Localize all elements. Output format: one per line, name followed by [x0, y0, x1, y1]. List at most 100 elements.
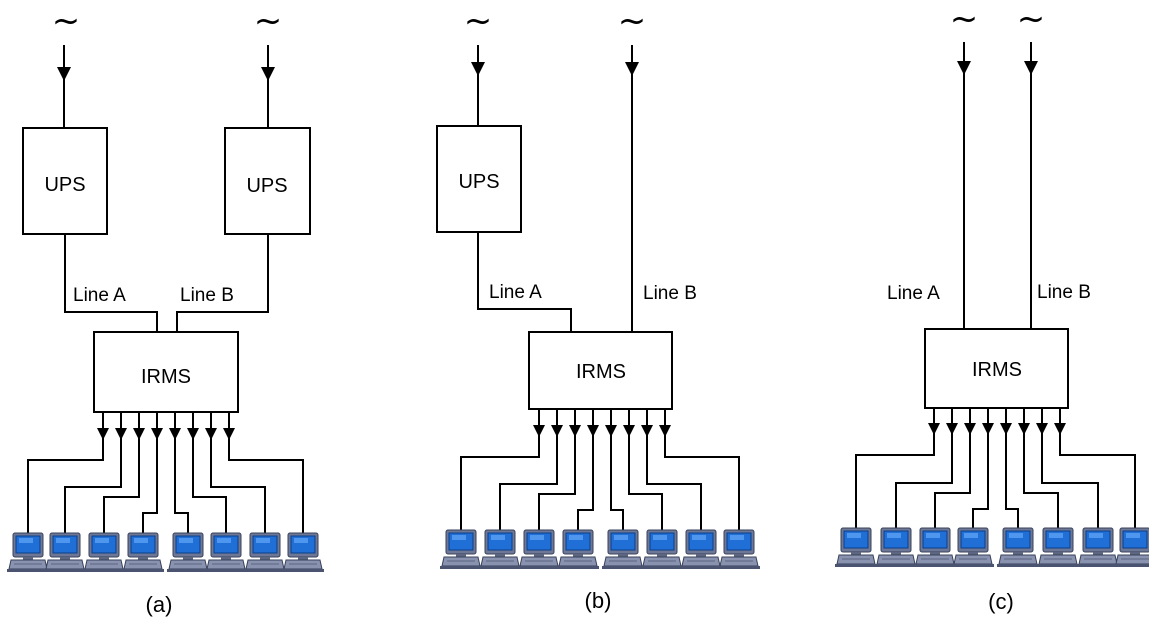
ups-label: UPS: [44, 174, 85, 196]
computer-feed-wire: [577, 437, 594, 534]
outlet-arrow-icon: [169, 428, 181, 440]
computer-icon: [82, 532, 126, 573]
ac-source-icon: ~: [1017, 0, 1046, 39]
outlet-arrow-icon: [641, 425, 653, 437]
computer-feed-wire: [664, 437, 740, 534]
computer-feed-wire: [460, 437, 540, 534]
computer-icon: [601, 529, 645, 570]
line-a-wire: [64, 234, 158, 332]
computer-feed-wire: [646, 437, 702, 534]
computer-feed-wire: [27, 440, 104, 537]
line-a-label: Line A: [887, 283, 940, 304]
computer-feed-wire: [855, 435, 935, 532]
computer-feed-wire: [934, 435, 971, 532]
outlet-arrow-icon: [187, 428, 199, 440]
computer-icon: [517, 529, 561, 570]
irms-label: IRMS: [972, 359, 1022, 381]
line-b-label: Line B: [180, 285, 234, 306]
computer-icon: [204, 532, 248, 573]
outlet-arrow-icon: [533, 425, 545, 437]
arrow-icon: [625, 62, 639, 76]
outlet-group: [439, 409, 761, 570]
outlet-arrow-icon: [133, 428, 145, 440]
arrow-icon: [57, 67, 71, 81]
irms-box: [93, 331, 239, 413]
computer-icon: [1036, 527, 1080, 568]
outlet-arrow-icon: [946, 423, 958, 435]
computer-icon: [478, 529, 522, 570]
arrow-icon: [957, 61, 971, 75]
computer-icon: [6, 532, 50, 573]
computer-feed-wire: [174, 440, 189, 537]
outlet-arrow-icon: [205, 428, 217, 440]
irms-box: [528, 331, 673, 410]
caption: (c): [988, 589, 1014, 614]
computer-feed-wire: [1005, 435, 1019, 532]
line-b-label: Line B: [643, 283, 697, 304]
outlet-arrow-icon: [1036, 423, 1048, 435]
outlet-group: [834, 408, 1149, 568]
computer-feed-wire: [895, 435, 953, 532]
outlet-arrow-icon: [964, 423, 976, 435]
arrow-icon: [471, 62, 485, 76]
line-a-wire: [477, 232, 572, 332]
outlet-arrow-icon: [1018, 423, 1030, 435]
line-a-label: Line A: [73, 285, 126, 306]
diagram-b: ~ ~ UPS Line A Line B IRMS (b): [436, 1, 761, 613]
outlet-arrow-icon: [623, 425, 635, 437]
outlet-arrow-icon: [1054, 423, 1066, 435]
outlet-arrow-icon: [551, 425, 563, 437]
diagram-a: ~ ~ UPS UPS Line A Line B IRMS (a): [6, 1, 325, 617]
computer-icon: [166, 532, 210, 573]
arrow-icon: [1024, 61, 1038, 75]
outlet-arrow-icon: [115, 428, 127, 440]
arrow-icon: [261, 67, 275, 81]
outlet-arrow-icon: [97, 428, 109, 440]
computer-feed-wire: [228, 440, 304, 537]
computer-icon: [243, 532, 287, 573]
ups-box: [224, 127, 311, 235]
computer-feed-wire: [1059, 435, 1136, 532]
ups-label: UPS: [458, 171, 499, 193]
outlet-arrow-icon: [659, 425, 671, 437]
computer-feed-wire: [142, 440, 158, 537]
computer-icon: [834, 527, 878, 568]
outlet-arrow-icon: [605, 425, 617, 437]
computer-icon: [996, 527, 1040, 568]
irms-box: [924, 328, 1069, 409]
diagram-c: ~ ~ Line A Line B IRMS (c): [834, 0, 1149, 614]
computer-icon: [439, 529, 483, 570]
computer-icon: [121, 532, 165, 573]
computer-feed-wire: [628, 437, 663, 534]
outlet-arrow-icon: [223, 428, 235, 440]
computer-icon: [1113, 527, 1149, 568]
outlet-arrow-icon: [928, 423, 940, 435]
computer-icon: [640, 529, 684, 570]
computer-icon: [874, 527, 918, 568]
irms-label: IRMS: [576, 361, 626, 383]
computer-feed-wire: [103, 440, 140, 537]
ac-source-icon: ~: [52, 1, 81, 41]
line-b-label: Line B: [1037, 282, 1091, 303]
irms-label: IRMS: [141, 366, 191, 388]
outlet-arrow-icon: [587, 425, 599, 437]
computer-feed-wire: [1041, 435, 1099, 532]
computer-icon: [679, 529, 723, 570]
computer-icon: [556, 529, 600, 570]
computer-icon: [1076, 527, 1120, 568]
ac-source-icon: ~: [950, 0, 979, 39]
caption: (a): [146, 592, 173, 617]
computer-icon: [913, 527, 957, 568]
ac-source-icon: ~: [254, 1, 283, 41]
computer-icon: [717, 529, 761, 570]
computer-icon: [281, 532, 325, 573]
outlet-arrow-icon: [151, 428, 163, 440]
ups-label: UPS: [246, 175, 287, 197]
computer-feed-wire: [972, 435, 989, 532]
ups-box: [22, 127, 108, 235]
computer-feed-wire: [192, 440, 227, 537]
computer-feed-wire: [1023, 435, 1059, 532]
caption: (b): [585, 588, 612, 613]
computer-icon: [43, 532, 87, 573]
